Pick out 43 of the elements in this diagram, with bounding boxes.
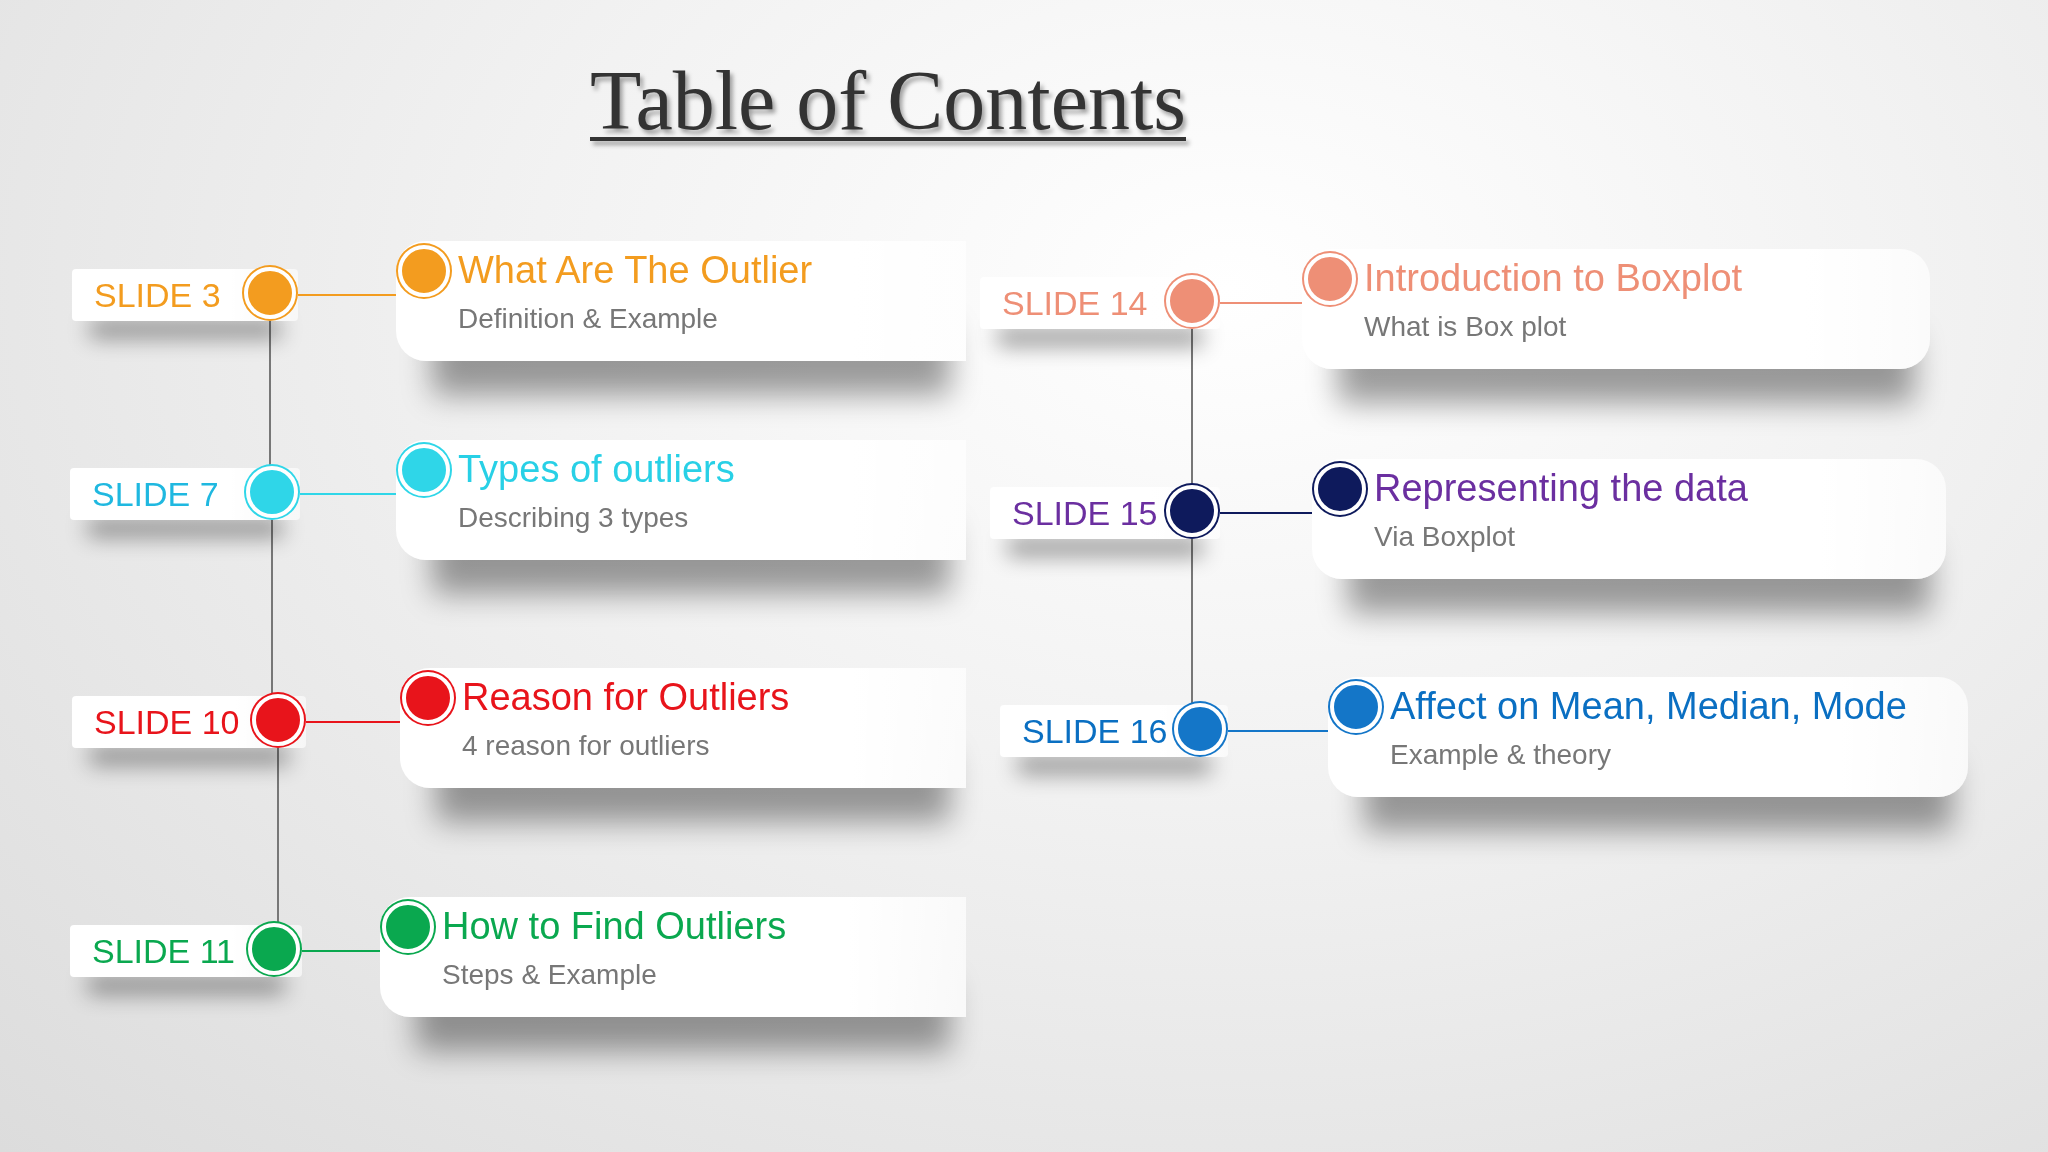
topic-subtitle: Describing 3 types bbox=[458, 502, 689, 534]
topic-subtitle: 4 reason for outliers bbox=[462, 730, 710, 762]
connector-line bbox=[301, 950, 381, 952]
topic-card bbox=[380, 897, 966, 1017]
connector-line bbox=[305, 721, 401, 723]
topic-card bbox=[400, 668, 966, 788]
topic-card bbox=[396, 440, 966, 560]
topic-subtitle: What is Box plot bbox=[1364, 311, 1567, 343]
topic-title: What Are The Outlier bbox=[458, 249, 813, 292]
topic-card bbox=[1328, 677, 1968, 797]
topic-subtitle: Example & theory bbox=[1390, 739, 1611, 771]
topic-title: Representing the data bbox=[1374, 467, 1748, 510]
topic-title: Types of outliers bbox=[458, 448, 735, 491]
slide-tag bbox=[70, 925, 302, 977]
slide-tag bbox=[990, 487, 1220, 539]
connector-line bbox=[1219, 302, 1303, 304]
topic-card bbox=[1302, 249, 1930, 369]
topic-title: Introduction to Boxplot bbox=[1364, 257, 1743, 300]
topic-subtitle: Via Boxplot bbox=[1374, 521, 1516, 553]
connector-line bbox=[297, 294, 397, 296]
slide-number: SLIDE 10 bbox=[94, 702, 240, 742]
slide-tag bbox=[70, 468, 300, 520]
topic-title: Affect on Mean, Median, Mode bbox=[1390, 685, 1907, 728]
slide-number: SLIDE 15 bbox=[1012, 493, 1158, 533]
slide-tag bbox=[72, 269, 298, 321]
topic-title: How to Find Outliers bbox=[442, 905, 787, 948]
topic-card bbox=[396, 241, 966, 361]
slide-number: SLIDE 11 bbox=[92, 931, 235, 971]
connector-line bbox=[1227, 730, 1329, 732]
topic-subtitle: Steps & Example bbox=[442, 959, 657, 991]
connector-line bbox=[1219, 512, 1313, 514]
topic-card bbox=[1312, 459, 1946, 579]
slide-tag bbox=[980, 277, 1220, 329]
title: Table of Contents bbox=[590, 53, 1186, 149]
slide-tag bbox=[1000, 705, 1228, 757]
connector-line bbox=[299, 493, 397, 495]
slide-tag bbox=[72, 696, 306, 748]
topic-subtitle: Definition & Example bbox=[458, 303, 718, 335]
slide-number: SLIDE 16 bbox=[1022, 711, 1168, 751]
slide-number: SLIDE 3 bbox=[94, 275, 221, 315]
topic-title: Reason for Outliers bbox=[462, 676, 790, 719]
slide-number: SLIDE 7 bbox=[92, 474, 219, 514]
slide-number: SLIDE 14 bbox=[1002, 283, 1148, 323]
